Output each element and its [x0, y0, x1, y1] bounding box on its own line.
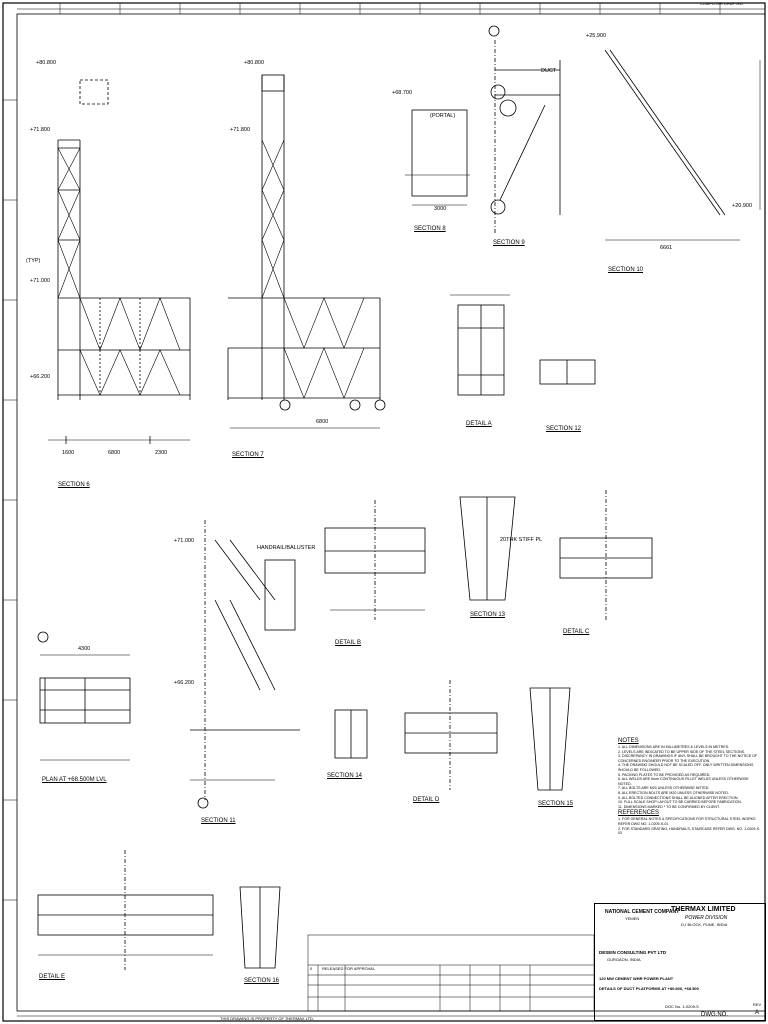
note-item: 9. ALL BOLTED CONNECTIONS SHALL BE ALIGN… — [618, 795, 739, 800]
reference-item: 1. FOR GENERAL NOTES & SPECIFICATIONS FO… — [618, 817, 756, 826]
note-item: 1. ALL DIMENSIONS ARE IN MILLIMETRES & L… — [618, 745, 730, 749]
section-12-label: SECTION 12 — [546, 426, 582, 432]
note-item: 3. DISCREPANCY IN DRAWINGS IF ANY, SHALL… — [618, 754, 758, 763]
section-8-frame — [405, 109, 470, 206]
section-10-label: SECTION 10 — [608, 267, 644, 273]
section-7-label: SECTION 7 — [232, 452, 264, 458]
section-9-label: SECTION 9 — [493, 240, 525, 246]
plan-platform — [37, 631, 131, 761]
references-title: REFERENCES — [618, 810, 660, 817]
note-item: 8. ALL ERECTION BOLTS ARE M20 UNLESS OTH… — [618, 790, 729, 795]
dimension: 2300 — [155, 450, 168, 456]
section-8-label: SECTION 8 — [414, 226, 446, 232]
detail-c — [559, 490, 653, 620]
company-name: THERMAX LIMITED — [671, 906, 736, 913]
note-item: 6. ALL WELDS ARE 6mm CONTINUOUS FILLET W… — [618, 777, 749, 786]
detail-a — [450, 294, 510, 396]
section-10-frame — [604, 49, 761, 241]
note-item: 10. FULL SCALE SHOP LAYOUT TO BE CARRIED… — [618, 800, 742, 805]
revision-number: 0 — [310, 966, 313, 971]
level-label: +71.000 — [174, 538, 195, 544]
handrail-label: HANDRAIL/BALUSTER — [257, 545, 316, 551]
company-address: D-I BLOCK, PUNE, INDIA — [681, 922, 728, 927]
stiffener-label: 20THK STIFF PL — [500, 537, 543, 543]
section-6-label: SECTION 6 — [58, 482, 90, 488]
section-15-label: SECTION 15 — [538, 801, 574, 807]
level-label: +80.800 — [244, 60, 265, 66]
detail-e-label: DETAIL E — [39, 974, 66, 980]
section-9-frame — [488, 25, 561, 235]
bottom-border-note: THIS DRAWING IS PROPERTY OF THERMAX LTD. — [220, 1016, 315, 1021]
project-name: 120 MW CEMENT WHR POWER PLANT — [599, 976, 674, 981]
detail-d-label: DETAIL D — [413, 797, 440, 803]
note-item: 2. LEVELS ARE INDICATED TO BE UPPER SIDE… — [618, 749, 746, 754]
portal-label: (PORTAL) — [430, 113, 456, 119]
top-border-note: COMPUTER DRAFTED — [700, 1, 743, 6]
client-country: YEMEN — [625, 916, 640, 921]
section-15 — [529, 687, 571, 791]
section-12 — [539, 359, 596, 385]
typ-label: (TYP) — [26, 258, 41, 264]
division-name: POWER DIVISION — [685, 915, 728, 921]
section-11-label: SECTION 11 — [201, 818, 236, 824]
detail-d — [404, 680, 498, 790]
revision-description: RELEASED FOR APPROVAL — [322, 966, 376, 971]
duct-label: DUCT — [541, 68, 557, 74]
consultant-city: GURGAON, INDIA — [607, 957, 641, 962]
level-label: +25.900 — [586, 33, 607, 39]
grid-reference-ticks — [3, 3, 721, 901]
level-label: +80.800 — [36, 60, 57, 66]
dimension: 6800 — [108, 450, 121, 456]
section-13-label: SECTION 13 — [470, 612, 506, 618]
notes-block: NOTES 1. ALL DIMENSIONS ARE IN MILLIMETR… — [618, 737, 763, 836]
dimension: 6800 — [316, 419, 329, 425]
level-label: +20.900 — [732, 203, 753, 209]
detail-b — [324, 500, 426, 620]
note-item: 5. PACKING PLATES TO BE PROVIDED AS REQU… — [618, 772, 711, 777]
note-item: 7. ALL BOLTS ARE M20 UNLESS OTHERWISE NO… — [618, 786, 710, 791]
dimension: 4300 — [78, 646, 91, 652]
level-label: +71.800 — [230, 127, 251, 133]
section-14-label: SECTION 14 — [327, 773, 363, 779]
level-label: +71.000 — [30, 278, 51, 284]
reference-item: 2. FOR STANDARD GRATING, HANDRAILS, STAI… — [618, 826, 761, 836]
drawing-title: DETAILS OF DUCT PLATFORMS AT +80.800, +6… — [599, 986, 699, 991]
title-block: THERMAX LIMITED POWER DIVISION D-I BLOCK… — [594, 903, 766, 1021]
section-11-stair — [190, 520, 300, 809]
section-16 — [239, 886, 281, 969]
client-name: NATIONAL CEMENT COMPANY — [605, 909, 680, 915]
note-item: 4. THE DRAWING SHOULD NOT BE SCALED OFF.… — [618, 763, 754, 772]
consultant-name: DESEIN CONSULTING PVT LTD — [599, 950, 667, 955]
rev-label: REV — [753, 1002, 762, 1007]
plan-label: PLAN AT +68.500M LVL — [42, 777, 107, 783]
notes-title: NOTES — [618, 738, 639, 744]
level-label: +66.200 — [30, 374, 51, 380]
dimension: 3000 — [434, 206, 447, 212]
level-label: +68.700 — [392, 90, 413, 96]
section-6-frame — [48, 79, 191, 444]
rev-number: A — [755, 1010, 760, 1016]
section-14 — [334, 709, 368, 759]
doc-number: DOC No. 1-0209-S — [665, 1004, 699, 1009]
section-16-label: SECTION 16 — [244, 978, 280, 984]
dimension: 1600 — [62, 450, 75, 456]
level-label: +66.200 — [174, 680, 195, 686]
level-label: +71.800 — [30, 127, 51, 133]
detail-c-label: DETAIL C — [563, 629, 590, 635]
section-7-frame — [227, 74, 386, 429]
dimension: 6661 — [660, 245, 673, 251]
revision-table — [307, 934, 595, 1012]
detail-a-label: DETAIL A — [466, 421, 492, 427]
dwg-no-label: DWG.NO. — [701, 1012, 728, 1018]
detail-e — [37, 850, 214, 970]
note-item: 11. DIMENSIONS MARKED * TO BE CONFIRMED … — [618, 804, 720, 809]
detail-b-label: DETAIL B — [335, 640, 362, 646]
section-13 — [459, 496, 516, 601]
